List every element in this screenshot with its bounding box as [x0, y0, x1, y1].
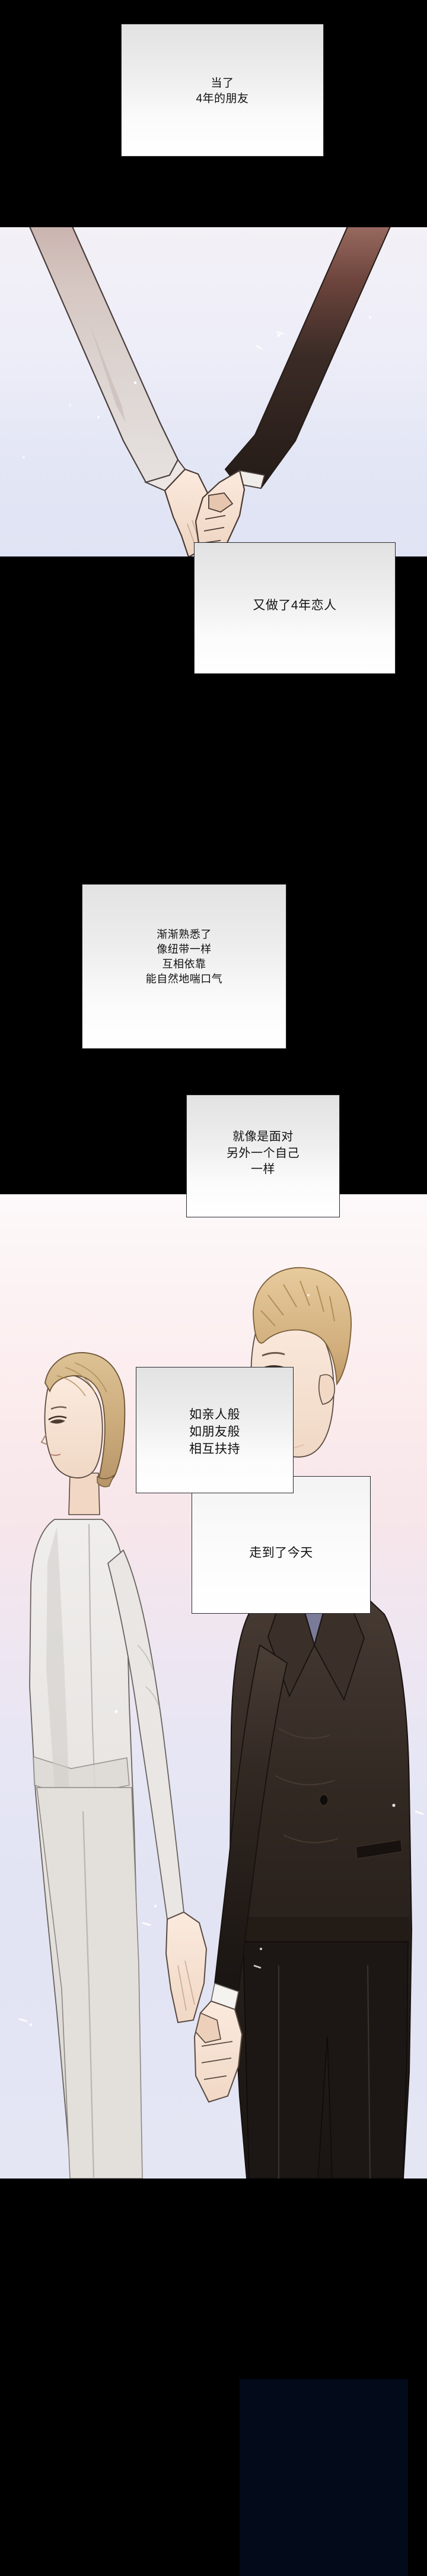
- sparkle-dot: [133, 381, 137, 384]
- sparkle-streak: [253, 1964, 262, 1969]
- man-jacket-fold: [275, 1728, 339, 1843]
- left-sleeve-fold: [89, 322, 126, 423]
- caption-text-6: 走到了今天: [249, 1545, 313, 1560]
- caption-box-6: 走到了今天: [192, 1476, 371, 1614]
- man-knuckle-lines: [201, 2041, 233, 2080]
- sparkle-streak: [18, 2018, 28, 2022]
- right-hand-thumb: [208, 492, 234, 513]
- woman-eye: [50, 1419, 65, 1424]
- caption-box-5: 如亲人般 如朋友般 相互扶持: [136, 1367, 294, 1493]
- right-sleeve-shape: [224, 227, 391, 489]
- man-ear: [318, 1374, 335, 1405]
- panel-clasped-hands: [0, 227, 427, 556]
- man-trousers: [243, 1941, 409, 2179]
- couple-illustration: [18, 1267, 424, 2179]
- woman-eyebrow: [50, 1406, 67, 1410]
- sparkle-dot: [369, 316, 371, 319]
- navy-block: [240, 2379, 408, 2576]
- sparkle-dot: [23, 456, 25, 459]
- caption-text-1: 当了 4年的朋友: [196, 77, 249, 105]
- caption-box-1: 当了 4年的朋友: [121, 24, 324, 157]
- caption-text-2: 又做了4年恋人: [253, 598, 337, 612]
- left-sleeve-shape: [29, 227, 179, 484]
- man-jacket-pocket: [355, 1839, 403, 1859]
- man-jacket-hem: [232, 1917, 410, 1947]
- woman-mouth: [49, 1454, 61, 1456]
- woman-lower-body: [36, 1787, 143, 2179]
- sparkle-dot: [114, 1710, 118, 1713]
- left-sleeve-cuff: [144, 459, 186, 492]
- caption-box-3: 渐渐熟悉了 像纽带一样 互相依靠 能自然地喘口气: [82, 884, 286, 1049]
- caption-text-4: 就像是面对 另外一个自己 一样: [227, 1130, 299, 1176]
- sparkle-dot: [154, 1904, 157, 1908]
- sparkle-streak: [276, 330, 284, 335]
- sparkle-dot: [97, 416, 100, 418]
- sparkle-dot: [29, 2023, 33, 2027]
- sparkle-dot: [69, 404, 71, 406]
- woman-lash: [48, 1416, 67, 1421]
- sparkle-dot: [260, 1948, 262, 1950]
- woman-nose: [40, 1433, 48, 1445]
- clasped-hands-illustration: [23, 227, 391, 556]
- man-eyebrow: [262, 1351, 285, 1357]
- woman-jacket-shade: [46, 1526, 69, 1788]
- man-thumb: [195, 2012, 221, 2043]
- caption-text-3: 渐渐熟悉了 像纽带一样 互相依靠 能自然地喘口气: [145, 928, 223, 985]
- man-jacket-button: [319, 1794, 329, 1806]
- sparkle-streak: [142, 1922, 151, 1926]
- sparkle-streak: [415, 1810, 424, 1815]
- caption-box-2: 又做了4年恋人: [194, 542, 396, 674]
- man-hair: [253, 1267, 352, 1386]
- man-hair-strands: [260, 1280, 335, 1327]
- caption-text-5: 如亲人般 如朋友般 相互扶持: [189, 1408, 240, 1456]
- woman-hair-tip: [97, 1474, 115, 1487]
- woman-neck: [68, 1473, 100, 1515]
- sparkle-dot: [277, 333, 281, 337]
- man-trouser-crease: [278, 1965, 371, 2179]
- caption-box-4: 就像是面对 另外一个自己 一样: [186, 1095, 340, 1217]
- woman-arm-fold: [137, 1645, 160, 1707]
- woman-hair-strands: [56, 1362, 107, 1397]
- sparkle-streak: [256, 345, 263, 350]
- panel-couple-holding-hands: [0, 1194, 427, 2179]
- woman-finger-lines: [177, 1960, 195, 2011]
- sparkle-dot: [307, 1294, 310, 1296]
- sparkle-dot: [392, 1804, 396, 1807]
- woman-leg-line: [82, 1811, 95, 2179]
